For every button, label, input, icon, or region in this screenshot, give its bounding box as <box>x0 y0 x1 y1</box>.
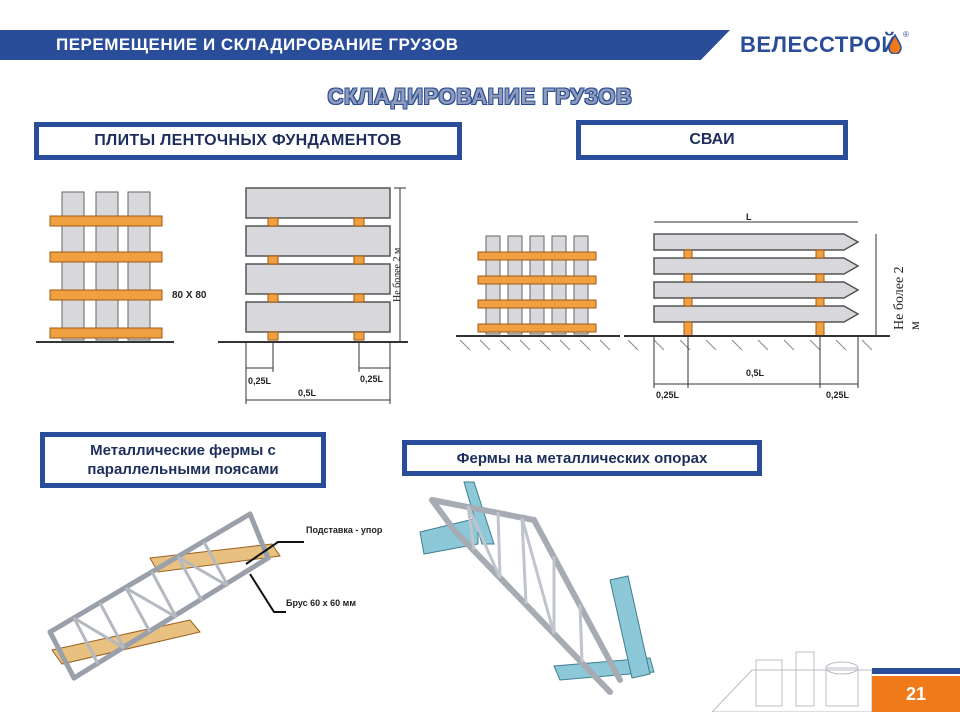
header-title: ПЕРЕМЕЩЕНИЕ И СКЛАДИРОВАНИЕ ГРУЗОВ <box>56 35 459 54</box>
slab-dim-half: 0,5L <box>298 388 317 398</box>
section-title: СКЛАДИРОВАНИЕ ГРУЗОВ <box>327 84 633 109</box>
pile-stack-side-illustration <box>624 221 890 388</box>
pile-dim-quarter-right: 0,25L <box>826 390 850 400</box>
beam-size-label: 80 Х 80 <box>172 290 207 301</box>
slab-stack-side-illustration <box>218 187 408 404</box>
slab-height-note: Не более 2 м <box>392 247 403 302</box>
logo-text: ВЕЛЕССТРОЙ <box>740 32 898 57</box>
slab-dim-quarter-right: 0,25L <box>360 374 384 384</box>
parallel-truss-illustration <box>47 511 281 681</box>
pile-dim-half: 0,5L <box>746 368 765 378</box>
slab-dim-quarter-left: 0,25L <box>248 376 272 386</box>
pile-height-note: Не более 2 м <box>892 266 923 330</box>
pile-length-label: L <box>746 212 752 222</box>
corner-accent <box>872 668 960 674</box>
piles-label: СВАИ <box>576 120 848 160</box>
company-logo: ВЕЛЕССТРОЙ ® <box>740 30 920 62</box>
page-number-badge <box>872 676 960 712</box>
page-number: 21 <box>905 684 927 704</box>
slab-stack-front-illustration <box>36 191 174 343</box>
header-band <box>0 30 730 60</box>
support-stop-note: Подставка - упор <box>306 525 383 535</box>
truss-on-supports-illustration <box>419 481 655 695</box>
building-sketch-icon <box>712 651 872 712</box>
callout-leaders <box>245 541 304 613</box>
drop-icon <box>888 34 902 54</box>
pile-dim-quarter-left: 0,25L <box>656 390 680 400</box>
supports-label: Фермы на металлических опорах <box>402 440 762 476</box>
slabs-label: ПЛИТЫ ЛЕНТОЧНЫХ ФУНДАМЕНТОВ <box>34 122 462 160</box>
trusses-label: Металлические фермы с параллельными пояс… <box>40 432 326 488</box>
beam-size-note: Брус 60 х 60 мм <box>286 598 356 608</box>
registered-mark: ® <box>903 30 909 39</box>
pile-stack-front-illustration <box>456 235 620 351</box>
